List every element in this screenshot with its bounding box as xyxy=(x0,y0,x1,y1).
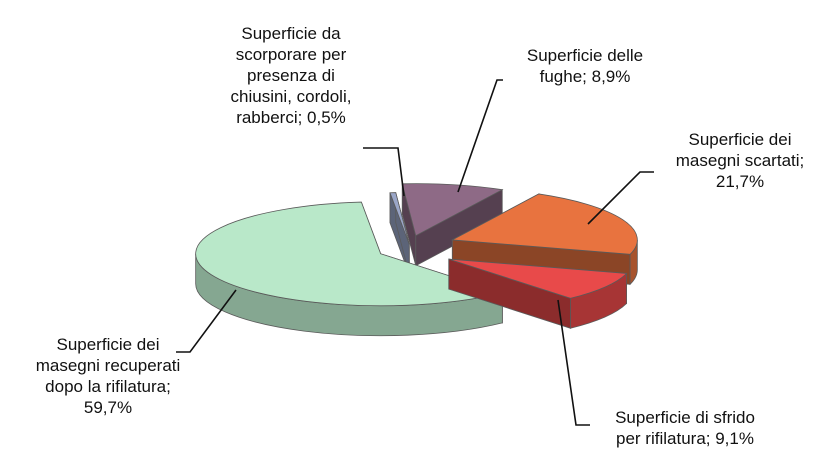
leader-recuperati xyxy=(176,289,237,353)
label-line: rabberci; 0,5% xyxy=(236,108,346,127)
label-line: Superficie dei xyxy=(56,335,160,354)
leader-fughe xyxy=(457,79,503,193)
label-line: Superficie da xyxy=(241,24,341,43)
leader-scartati xyxy=(587,171,654,225)
label-line: scorporare per xyxy=(235,45,347,64)
label-line: 59,7% xyxy=(83,398,133,417)
label-fughe: Superficie delle fughe; 8,9% xyxy=(490,45,680,87)
leader-scorporare xyxy=(363,147,405,197)
slice-sfrido xyxy=(448,258,628,329)
label-line: Superficie delle xyxy=(526,46,644,65)
label-line: per rifilatura; 9,1% xyxy=(616,429,754,448)
label-recuperati: Superficie dei masegni recuperati dopo l… xyxy=(8,334,208,418)
label-line: 21,7% xyxy=(715,172,765,191)
label-line: dopo la rifilatura; xyxy=(45,377,171,396)
slice-fughe xyxy=(401,183,504,267)
slice-scorporare xyxy=(389,192,410,275)
label-scartati: Superficie dei masegni scartati; 21,7% xyxy=(650,129,830,192)
label-line: masegni recuperati xyxy=(35,356,181,375)
label-line: Superficie di sfrido xyxy=(615,408,755,427)
label-line: chiusini, cordoli, xyxy=(230,87,352,106)
label-line: presenza di xyxy=(247,66,335,85)
label-line: Superficie dei xyxy=(688,130,792,149)
leader-sfrido xyxy=(557,299,590,426)
label-scorporare: Superficie da scorporare per presenza di… xyxy=(196,23,386,128)
label-line: fughe; 8,9% xyxy=(539,67,631,86)
label-line: masegni scartati; xyxy=(675,151,805,170)
label-sfrido: Superficie di sfrido per rifilatura; 9,1… xyxy=(580,407,790,449)
